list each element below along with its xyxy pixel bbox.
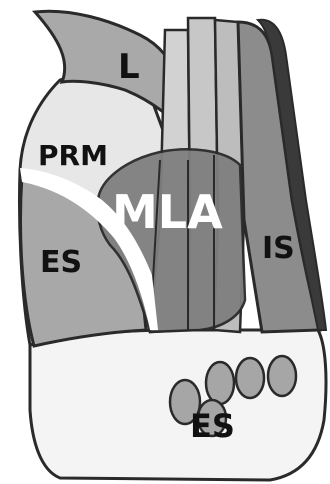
label-mla: MLA [112, 185, 223, 239]
bone-3 [236, 358, 264, 398]
label-is: IS [262, 231, 295, 266]
label-es-lower: ES [190, 407, 235, 445]
label-es-upper: ES [40, 245, 82, 280]
label-l: L [118, 47, 140, 87]
bone-2 [206, 362, 234, 404]
label-prm: PRM [38, 139, 108, 172]
bone-4 [268, 356, 296, 396]
